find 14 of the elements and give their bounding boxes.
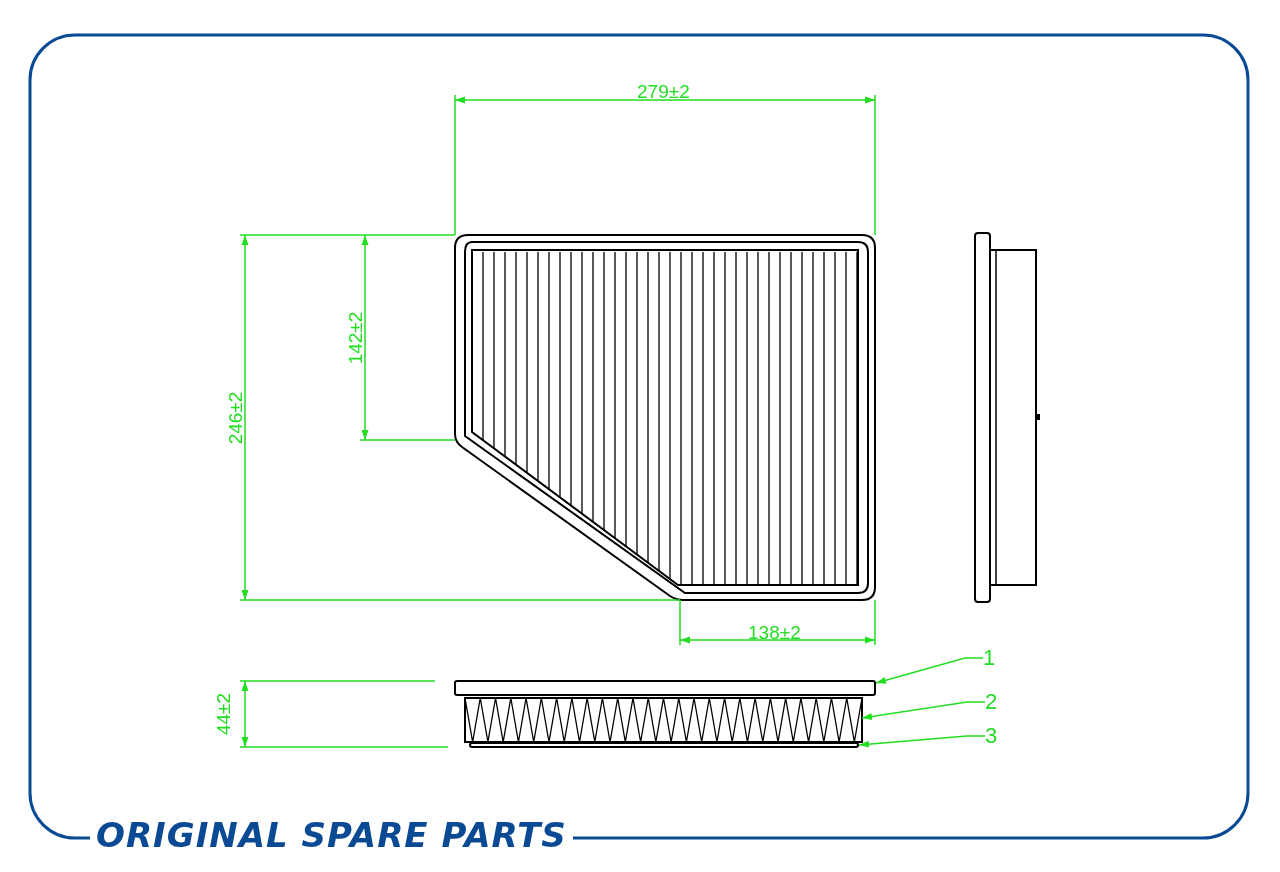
dimension-label: 138±2 [748, 623, 801, 643]
callout-number: 2 [985, 691, 998, 713]
leader-line [861, 701, 986, 720]
leader-line [858, 735, 986, 748]
frame-lip [454, 680, 876, 696]
dimension-label: 279±2 [637, 82, 690, 102]
dimension-label: 142±2 [346, 311, 367, 365]
callout-number: 3 [985, 725, 998, 747]
dimension-label: 246±2 [226, 391, 247, 445]
callout-number: 1 [983, 647, 996, 669]
pleated-media [464, 697, 863, 743]
dimension-label: 44±2 [214, 692, 235, 736]
leader-line [875, 657, 984, 684]
bottom-seal [469, 742, 859, 748]
